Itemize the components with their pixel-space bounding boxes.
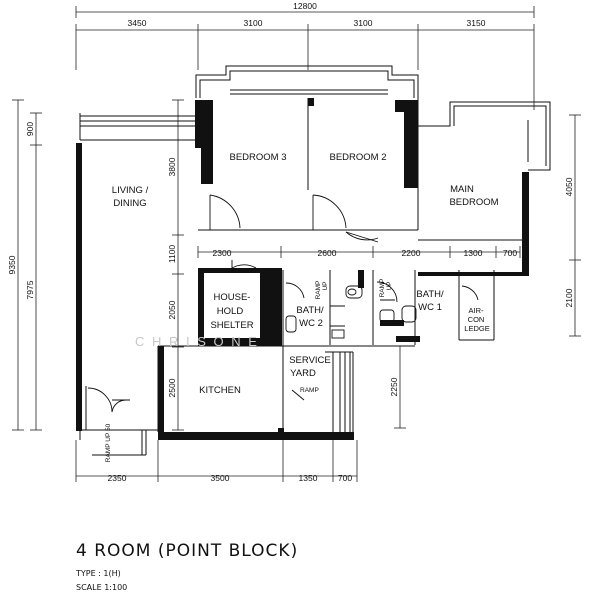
- ramp-labels: RAMP UP RAMP UP RAMP RAMP UP 50: [105, 279, 393, 463]
- ramp-label-bath2: RAMP: [315, 281, 322, 300]
- dimension-lines: [12, 6, 581, 482]
- label-aircon-2: CON: [468, 315, 485, 324]
- dim-top-1: 3450: [128, 18, 147, 28]
- dim-mid-1: 2300: [213, 248, 232, 258]
- label-living-2: DINING: [113, 198, 146, 209]
- label-bedroom2: BEDROOM 2: [329, 152, 386, 163]
- dim-top-2: 3100: [244, 18, 263, 28]
- room-labels: BEDROOM 3 BEDROOM 2 MAIN BEDROOM LIVING …: [112, 152, 499, 396]
- dim-top-total: 12800: [293, 1, 317, 11]
- plan-type: TYPE : 1(H): [76, 569, 121, 578]
- dim-bottom-1: 2350: [108, 473, 127, 483]
- floor-trap-icon: [331, 329, 345, 339]
- label-kitchen: KITCHEN: [199, 385, 241, 396]
- dim-right-1: 4050: [564, 177, 574, 196]
- dimension-labels: 12800 3450 3100 3100 3150 9350 7975 900 …: [7, 1, 574, 483]
- dim-mid-3: 2200: [402, 248, 421, 258]
- label-aircon-3: LEDGE: [464, 324, 489, 333]
- wc2-basin-icon: [285, 315, 297, 333]
- plan-title: 4 ROOM (POINT BLOCK): [76, 541, 299, 561]
- label-aircon-1: AIR-: [469, 306, 485, 315]
- up-label-bath2: UP: [322, 281, 329, 290]
- label-shelter-1: HOUSE-: [214, 292, 251, 303]
- label-service-2: YARD: [290, 368, 316, 379]
- up-label-bath1: UP: [386, 281, 393, 290]
- dim-top-4: 3150: [467, 18, 486, 28]
- wc1-basin-icon: [379, 309, 395, 323]
- thick-walls: [76, 98, 529, 440]
- dim-mid-5: 700: [503, 248, 517, 258]
- entrance-door[interactable]: [87, 387, 113, 413]
- label-living-1: LIVING /: [112, 185, 149, 196]
- main-bedroom-door[interactable]: [345, 231, 379, 243]
- bath2-door[interactable]: [285, 282, 305, 299]
- wc1-toilet-icon: [401, 305, 417, 323]
- label-bath2-2: WC 2: [299, 318, 323, 329]
- label-main-bedroom-2: BEDROOM: [449, 197, 498, 208]
- ramp-up-entrance: RAMP UP 50: [105, 423, 112, 462]
- dim-left-total: 9350: [7, 255, 17, 274]
- bath1-door[interactable]: [376, 281, 398, 303]
- dim-inner-4: 2500: [167, 378, 177, 397]
- thin-walls: [79, 65, 551, 456]
- dim-mid-4: 1300: [464, 248, 483, 258]
- dim-mid-2: 2600: [318, 248, 337, 258]
- dim-inner-3: 2050: [167, 300, 177, 319]
- label-service-1: SERVICE: [289, 355, 331, 366]
- dim-top-3: 3100: [354, 18, 373, 28]
- label-bath1-2: WC 1: [418, 302, 442, 313]
- dim-left-sub: 7975: [25, 280, 35, 299]
- label-main-bedroom-1: MAIN: [450, 184, 474, 195]
- ramp-label-bath1: RAMP: [379, 279, 386, 298]
- dim-bottom-4: 700: [338, 473, 352, 483]
- shelter-door[interactable]: [231, 264, 257, 269]
- label-shelter-3: SHELTER: [210, 320, 253, 331]
- doors: [87, 194, 479, 413]
- label-bedroom3: BEDROOM 3: [229, 152, 286, 163]
- dim-right-2: 2100: [564, 288, 574, 307]
- fixtures: [285, 285, 417, 339]
- label-bath1-1: BATH/: [416, 289, 444, 300]
- aircon-door[interactable]: [461, 285, 479, 301]
- dim-inner-1: 3800: [167, 157, 177, 176]
- plan-scale: SCALE 1:100: [76, 583, 128, 592]
- dim-right-3: 2250: [389, 377, 399, 396]
- watermark: C H R I S O N E: [135, 334, 259, 349]
- ramp-label-yard: RAMP: [300, 387, 319, 394]
- wc2-toilet-icon: [345, 285, 363, 299]
- dim-bottom-3: 1350: [299, 473, 318, 483]
- label-shelter-2: HOLD: [217, 306, 244, 317]
- label-bath2-1: BATH/: [296, 305, 324, 316]
- dim-bottom-2: 3500: [211, 473, 230, 483]
- dim-inner-2: 1100: [167, 245, 177, 264]
- dim-left-top: 900: [25, 122, 35, 136]
